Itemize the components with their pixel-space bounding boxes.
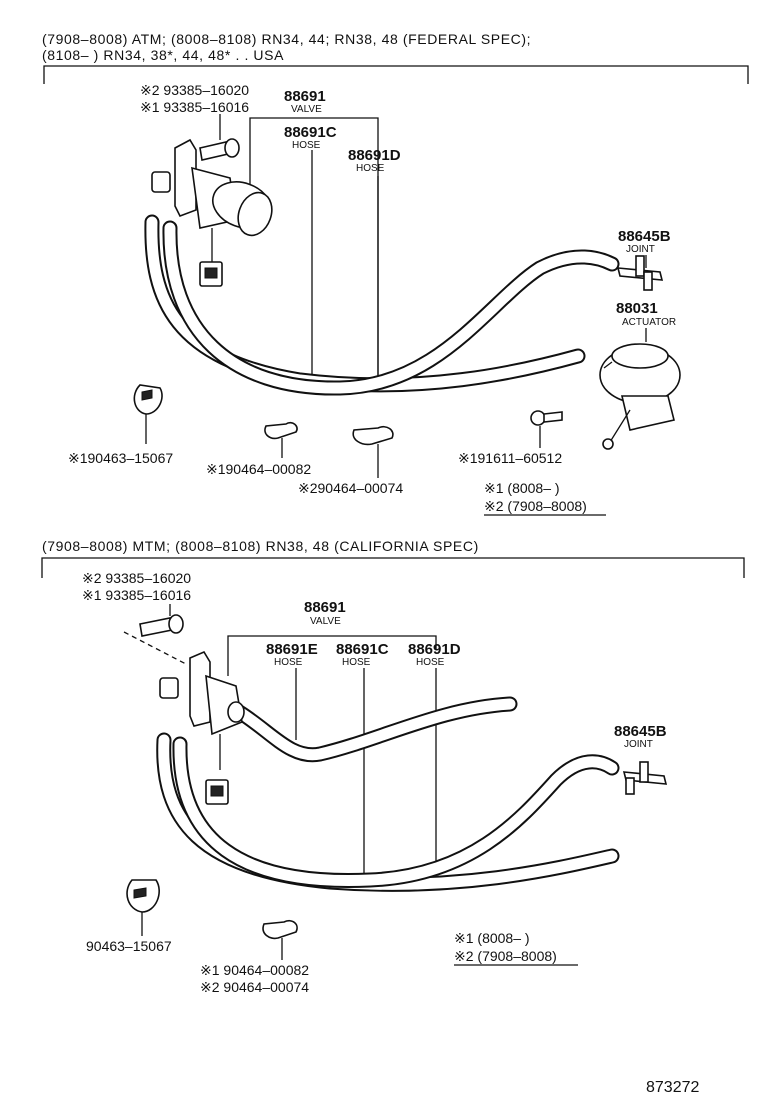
- top-joint-label: JOINT: [626, 244, 655, 255]
- top-clip2-ref: ※290464–00074: [298, 480, 403, 496]
- top-clamp-ref: ※190463–15067: [68, 450, 173, 466]
- top-valve-label: VALVE: [291, 104, 322, 115]
- top-clip1-icon: [264, 421, 298, 458]
- bottom-note2: ※2 (7908–8008): [454, 948, 557, 964]
- top-vacuum-valve: [151, 138, 273, 287]
- top-bolt-ref2: ※2 93385–16020: [140, 82, 249, 98]
- bottom-hose-c-label: HOSE: [342, 657, 371, 668]
- top-actuator-pn: 88031: [616, 300, 658, 317]
- bottom-clamp-ref: 90463–15067: [86, 938, 172, 954]
- top-note2: ※2 (7908–8008): [484, 498, 587, 514]
- bottom-clip-icon: [262, 919, 298, 960]
- bottom-bolt-ref1: ※1 93385–16016: [82, 587, 191, 603]
- bottom-mounting-bolt-icon: [139, 614, 184, 637]
- bottom-hose-clamp-icon: [126, 879, 160, 936]
- bottom-hose-c-pn: 88691C: [336, 641, 389, 658]
- top-hose-c: [162, 220, 620, 396]
- top-hose-clamp-icon: [133, 384, 163, 444]
- top-valve-pn: 88691: [284, 88, 326, 105]
- top-hose-c-pn: 88691C: [284, 124, 337, 141]
- bottom-hose-e: [228, 696, 518, 763]
- top-hose-d-label: HOSE: [356, 163, 385, 174]
- top-note1: ※1 (8008– ): [484, 480, 560, 496]
- top-hose-d-pn: 88691D: [348, 147, 401, 164]
- bottom-vacuum-valve: [159, 650, 245, 805]
- bottom-leader-dashed: [123, 631, 187, 665]
- top-mounting-bolt-icon: [199, 138, 240, 161]
- top-clip1-ref: ※190464–00082: [206, 461, 311, 477]
- bottom-valve-label: VALVE: [310, 616, 341, 627]
- bottom-hose-d-pn: 88691D: [408, 641, 461, 658]
- bottom-section-bracket: [41, 557, 745, 578]
- bottom-clip1-ref: ※1 90464–00082: [200, 962, 309, 978]
- top-joint-pn: 88645B: [618, 228, 671, 245]
- bottom-note1: ※1 (8008– ): [454, 930, 530, 946]
- bottom-hose-e-pn: 88691E: [266, 641, 318, 658]
- bottom-clip2-ref: ※2 90464–00074: [200, 979, 309, 995]
- bottom-valve-pn: 88691: [304, 599, 346, 616]
- bottom-joint-icon: [622, 761, 668, 795]
- bottom-hose-d-label: HOSE: [416, 657, 445, 668]
- top-joint-icon: [616, 255, 664, 291]
- top-bolt2-icon: [530, 410, 563, 448]
- top-header-line1: (7908–8008) ATM; (8008–8108) RN34, 44; R…: [42, 31, 531, 47]
- bottom-joint-pn: 88645B: [614, 723, 667, 740]
- top-clip2-icon: [352, 425, 394, 478]
- top-section: (7908–8008) ATM; (8008–8108) RN34, 44; R…: [42, 31, 749, 516]
- top-section-bracket: [43, 65, 749, 84]
- top-actuator-icon: [599, 343, 681, 450]
- top-actuator-label: ACTUATOR: [622, 317, 676, 328]
- bottom-hose-c: [172, 736, 620, 889]
- bottom-header-line1: (7908–8008) MTM; (8008–8108) RN38, 48 (C…: [42, 538, 479, 554]
- bottom-bolt-ref2: ※2 93385–16020: [82, 570, 191, 586]
- top-bolt2-ref: ※191611–60512: [458, 450, 562, 466]
- bottom-leader-valve: [227, 635, 437, 676]
- figure-number: 873272: [646, 1079, 699, 1096]
- top-header-line2: (8108– ) RN34, 38*, 44, 48* . . USA: [42, 47, 284, 63]
- top-hose-d: [144, 214, 586, 393]
- bottom-joint-label: JOINT: [624, 739, 653, 750]
- top-hose-c-label: HOSE: [292, 140, 321, 151]
- bottom-hose-e-label: HOSE: [274, 657, 303, 668]
- top-bolt-ref1: ※1 93385–16016: [140, 99, 249, 115]
- bottom-section: (7908–8008) MTM; (8008–8108) RN38, 48 (C…: [41, 538, 745, 995]
